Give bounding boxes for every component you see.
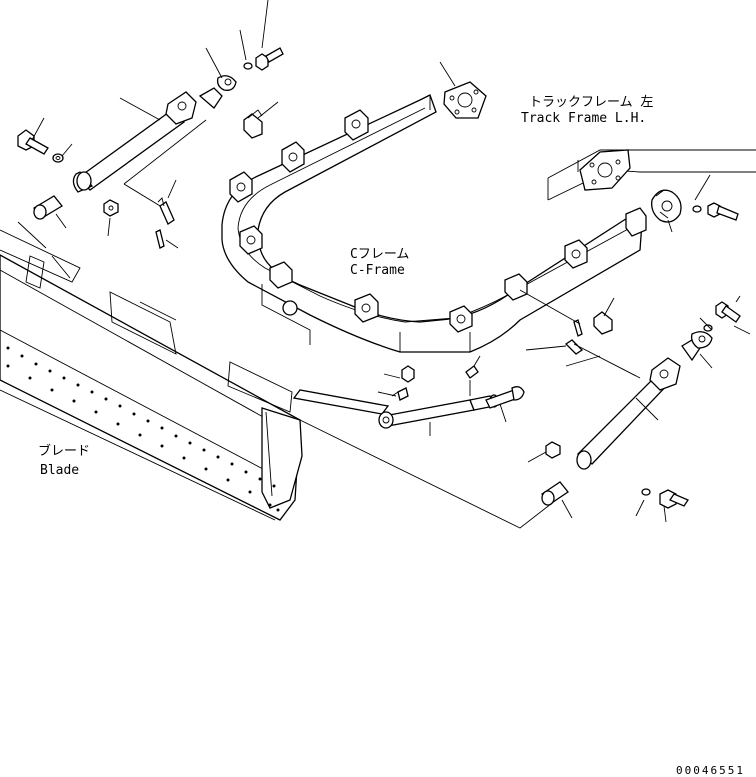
ring-upper (216, 75, 237, 91)
c-frame (221, 94, 647, 353)
track-frame-bracket (579, 149, 631, 191)
blade-en-label: Blade (40, 463, 79, 478)
bushing-left (33, 195, 63, 220)
track-frame-jp-label: トラックフレーム 左 (529, 95, 653, 110)
bolt-left (17, 129, 49, 155)
c-frame-hole (282, 300, 298, 316)
upper-left-strut (72, 91, 197, 193)
ball-joint-right (651, 189, 682, 223)
c-frame-jp-label: Cフレーム (350, 247, 409, 262)
blade-holes (6, 346, 280, 512)
track-frame (547, 149, 756, 201)
c-frame-mount-5 (269, 261, 293, 289)
track-frame-en-label: Track Frame L.H. (521, 111, 646, 126)
grease-nipple-cylinder (465, 355, 481, 379)
bolt-right (707, 202, 739, 221)
rod-end (485, 386, 525, 409)
grease-nipple-lower (593, 311, 613, 335)
bolt-upper (255, 47, 284, 71)
c-frame-mount-4 (239, 225, 263, 255)
ring-lower (690, 331, 713, 349)
nut-cylinder-top (401, 365, 415, 383)
ball-joint-upper (198, 87, 223, 109)
washer-lower (703, 324, 713, 332)
nut-left (103, 199, 119, 217)
drawing-number: 00046551 (676, 764, 745, 777)
c-frame-mount-8 (504, 273, 528, 301)
washer-upper (243, 62, 253, 70)
c-frame-en-label: C-Frame (350, 263, 405, 278)
c-frame-mount-6 (354, 293, 379, 323)
cotter-pin-upper (155, 229, 165, 249)
pin-upper (157, 197, 175, 225)
c-frame-mount-1 (344, 109, 369, 141)
c-frame-mount-9 (564, 239, 588, 269)
blade-jp-label: ブレード (38, 443, 90, 459)
bolt-lower (715, 301, 741, 323)
lower-right-strut (576, 357, 681, 470)
cotter-pin-lower (573, 319, 583, 337)
grease-nipple-upper (243, 109, 263, 139)
c-frame-mount-10 (625, 207, 647, 237)
c-frame-mount-2 (281, 141, 305, 173)
bushing-lower (541, 481, 569, 506)
washer-right (692, 205, 702, 213)
nut-lower (545, 441, 561, 459)
blade (0, 229, 303, 521)
washer-left (52, 153, 64, 163)
grease-fitting-cylinder (391, 387, 409, 401)
bolt-lower-2 (659, 489, 689, 509)
pivot-flange (443, 81, 487, 119)
c-frame-mount-7 (449, 305, 473, 333)
pin-lower (564, 339, 584, 355)
washer-lower-2 (641, 488, 651, 496)
c-frame-mount-3 (229, 171, 253, 203)
